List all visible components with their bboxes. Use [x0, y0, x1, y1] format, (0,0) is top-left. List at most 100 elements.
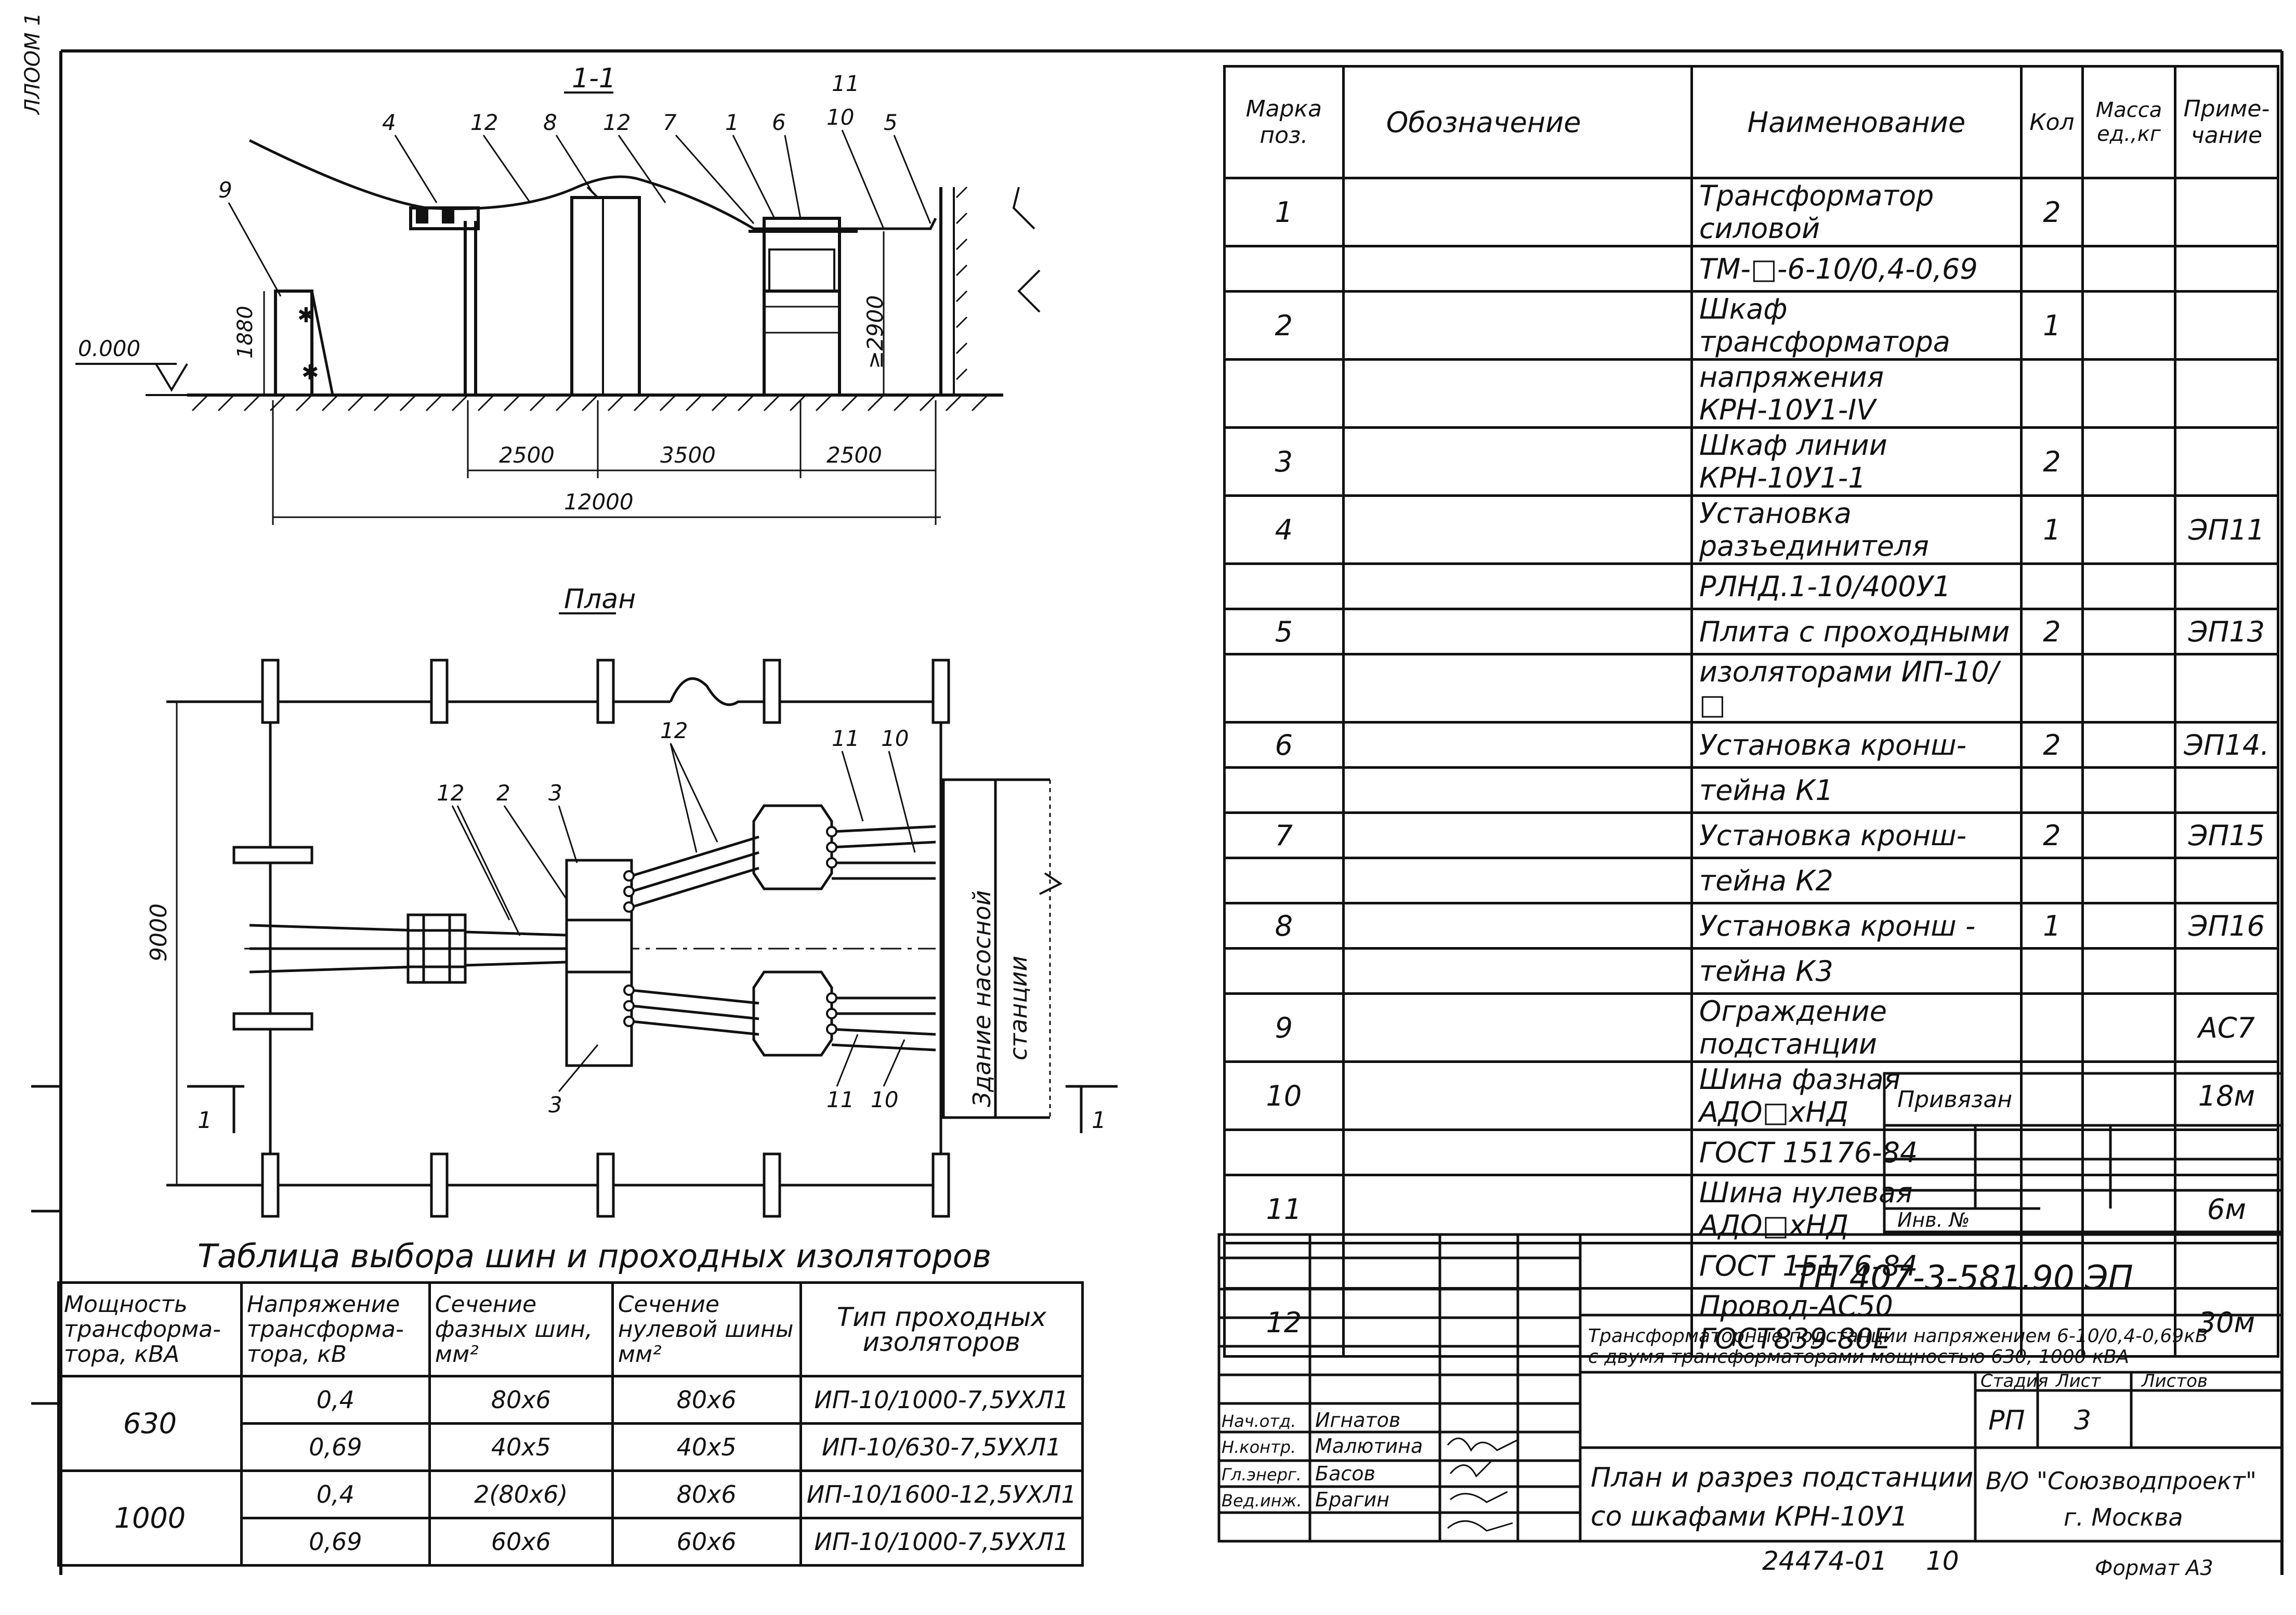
staff-role: Нач.отд. — [1222, 1411, 1296, 1431]
spec-mark: 1 — [1223, 177, 1345, 247]
spec-mark — [1223, 1242, 1345, 1290]
building-label-1: Здание насосной — [968, 890, 996, 1107]
staff-role: Н.контр. — [1222, 1437, 1296, 1457]
doc-description-2: с двумя трансформаторами мощностью 630, … — [1588, 1346, 2129, 1368]
spec-qty: 1 — [2019, 494, 2084, 565]
busbar-voltage: 0,4 — [240, 1375, 431, 1425]
footer-number: 24474-01 — [1762, 1546, 1887, 1576]
specification-table: Марка поз. Обозначение Наименование Кол … — [1223, 65, 2280, 1358]
spec-name: ТМ-□-6-10/0,4-0,69 — [1690, 245, 2023, 293]
spec-qty — [2019, 947, 2084, 995]
spec-note — [2173, 1128, 2280, 1176]
spec-name: Установка кронш - — [1690, 902, 2023, 950]
fence-height-dim: 1880 — [233, 306, 257, 359]
plan-callout-12: 12 — [437, 780, 464, 806]
busbar-terminals — [623, 826, 837, 1035]
spec-mass — [2081, 177, 2176, 247]
busbar-power: 1000 — [57, 1469, 243, 1567]
spec-qty — [2019, 245, 2084, 293]
callout-1: 1 — [725, 110, 739, 135]
staff-name: Малютина — [1315, 1435, 1423, 1458]
callout-7: 7 — [663, 110, 677, 135]
spec-mark — [1223, 766, 1345, 814]
dim-c: 2500 — [826, 442, 882, 468]
staff-role: Гл.энерг. — [1222, 1465, 1302, 1485]
spec-mark: 7 — [1223, 811, 1345, 859]
svg-text:✱: ✱ — [301, 361, 319, 385]
spec-name: РЛНД.1-10/400У1 — [1690, 562, 2023, 610]
spec-designation — [1342, 358, 1693, 429]
dim-total: 12000 — [564, 489, 634, 515]
disconnector — [409, 206, 480, 395]
dim-a: 2500 — [499, 442, 555, 468]
spec-designation — [1342, 857, 1693, 904]
spec-mark — [1223, 245, 1345, 293]
spec-mass — [2081, 1287, 2176, 1358]
header-mass: Масса ед.,кг — [2081, 65, 2176, 179]
busbar-row: 0,69 40х5 40х5 ИП-10/630-7,5УХЛ1 — [59, 1422, 1084, 1472]
staff-role: Вед.инж. — [1222, 1491, 1302, 1511]
busbar-voltage: 0,69 — [240, 1422, 431, 1472]
spec-qty — [2019, 1128, 2084, 1176]
busbar-header-voltage: Напряжение трансформа-тора, кВ — [240, 1281, 431, 1377]
stage-label: Стадия — [1980, 1371, 2048, 1391]
spec-note — [2173, 426, 2280, 497]
spec-mass — [2081, 245, 2176, 293]
busbar-row: 630 0,4 80х6 80х6 ИП-10/1000-7,5УХЛ1 — [57, 1375, 1084, 1472]
spec-row: тейна К3 — [1223, 947, 2280, 995]
spec-note: ЭП11 — [2173, 494, 2280, 565]
section-1-1-drawing: 1-1 0.000 ✱ ✱ 1880 — [75, 63, 1041, 525]
spec-mark — [1223, 358, 1345, 429]
busbar-row: 1000 0,4 2(80х6) 80х6 ИП-10/1600-12,5УХЛ… — [57, 1469, 1084, 1567]
spec-mass — [2081, 653, 2176, 724]
spec-mark: 8 — [1223, 902, 1345, 950]
spec-mass — [2081, 1128, 2176, 1176]
spec-designation — [1342, 1128, 1693, 1176]
busbar-power: 630 — [57, 1375, 243, 1472]
spec-name: тейна К1 — [1690, 766, 2023, 814]
spec-row: ТМ-□-6-10/0,4-0,69 — [1223, 245, 2280, 293]
spec-row: тейна К2 — [1223, 857, 2280, 904]
busbar-table: Мощность трансформа-тора, кВА Напряжение… — [57, 1281, 1084, 1567]
busbar-header-row: Мощность трансформа-тора, кВА Напряжение… — [57, 1281, 1084, 1377]
busbar-neutral: 60х6 — [611, 1517, 802, 1567]
spec-name: ГОСТ 15176-84 — [1690, 1128, 2023, 1176]
spec-name: Установка кронш- — [1690, 721, 2023, 769]
switch-cabinet — [570, 186, 641, 397]
building-wall — [939, 186, 1041, 395]
spec-note — [2173, 290, 2280, 361]
header-note: Приме-чание — [2173, 65, 2280, 179]
spec-note — [2173, 947, 2280, 995]
spec-mass — [2081, 358, 2176, 429]
signatures — [1447, 1437, 1518, 1532]
spec-name: Шкаф трансформатора — [1690, 290, 2023, 361]
doc-code: ТП 407-3-581.90 ЭП — [1793, 1259, 2133, 1297]
spec-name: Установка разъединителя — [1690, 494, 2023, 565]
dimension-lines — [272, 400, 941, 525]
spec-note — [2173, 857, 2280, 904]
spec-mark: 5 — [1223, 608, 1345, 655]
spec-mass — [2081, 992, 2176, 1063]
spec-qty: 2 — [2019, 721, 2084, 769]
plan-building — [942, 778, 1062, 1119]
spec-designation — [1342, 494, 1693, 565]
spec-qty — [2019, 358, 2084, 429]
sheet-title-2: со шкафами КРН-10У1 — [1591, 1501, 1908, 1532]
footer-page: 10 — [1926, 1546, 1959, 1576]
spec-qty — [2019, 653, 2084, 724]
spec-mark — [1223, 947, 1345, 995]
spec-row: тейна К1 — [1223, 766, 2280, 814]
fence: ✱ ✱ — [274, 290, 334, 397]
inv-label: Инв. № — [1897, 1209, 1970, 1231]
plan-callout-10b: 10 — [871, 1087, 898, 1112]
staff-name: Брагин — [1315, 1488, 1389, 1511]
spec-name: Ограждение подстанции — [1690, 992, 2023, 1063]
plan-callout-2: 2 — [496, 780, 510, 806]
callout-9: 9 — [218, 177, 232, 203]
spec-designation — [1342, 721, 1693, 769]
